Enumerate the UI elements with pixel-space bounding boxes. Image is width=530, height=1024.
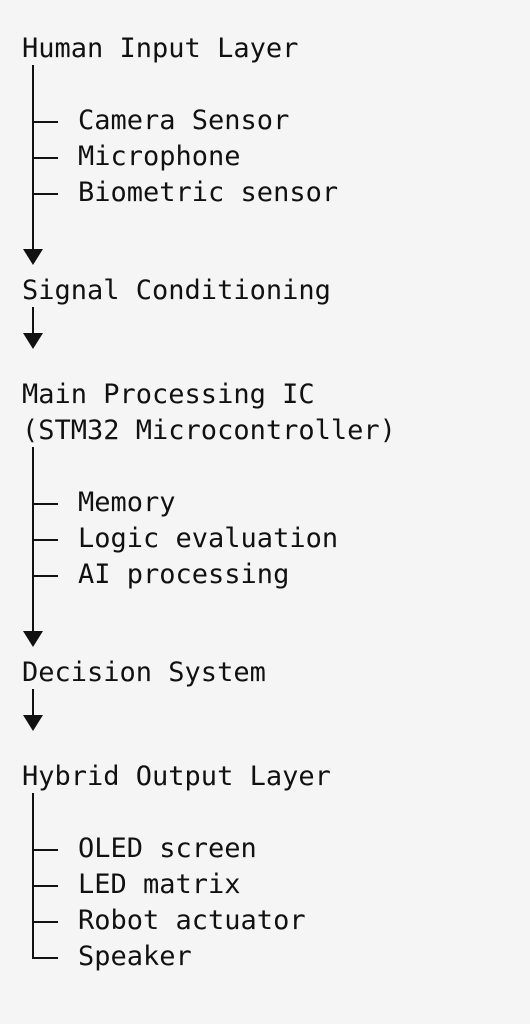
component-item: Speaker [78,941,192,972]
tree-connector-line [32,593,34,631]
component-item: Microphone [78,141,241,172]
layer-title: Decision System [22,657,266,688]
component-item: Camera Sensor [78,105,290,136]
tree-connector-line [32,447,34,485]
component-item: AI processing [78,559,290,590]
layer-title: Hybrid Output Layer [22,761,331,792]
component-item: Memory [78,487,176,518]
down-arrow-icon [23,333,43,349]
down-arrow-icon [23,631,43,647]
branch-connector [22,903,78,939]
component-item: Robot actuator [78,905,306,936]
branch-connector [22,485,78,521]
component-item: LED matrix [78,869,241,900]
component-item: OLED screen [78,833,257,864]
branch-connector [22,175,78,211]
layer-title: Main Processing IC [22,379,315,410]
branch-connector [22,831,78,867]
layer-subtitle: (STM32 Microcontroller) [22,415,396,446]
tree-connector-line [32,211,34,249]
component-item: Biometric sensor [78,177,339,208]
down-arrow-icon [23,715,43,731]
branch-connector [22,557,78,593]
layer-title: Signal Conditioning [22,275,331,306]
branch-connector [22,103,78,139]
tree-connector-line [32,307,34,333]
branch-connector [22,939,78,975]
layer-title: Human Input Layer [22,33,299,64]
branch-connector [22,139,78,175]
tree-connector-line [32,65,34,103]
branch-connector [22,867,78,903]
component-item: Logic evaluation [78,523,339,554]
tree-connector-line [32,689,34,715]
down-arrow-icon [23,249,43,265]
branch-connector [22,521,78,557]
tree-connector-line [32,793,34,831]
